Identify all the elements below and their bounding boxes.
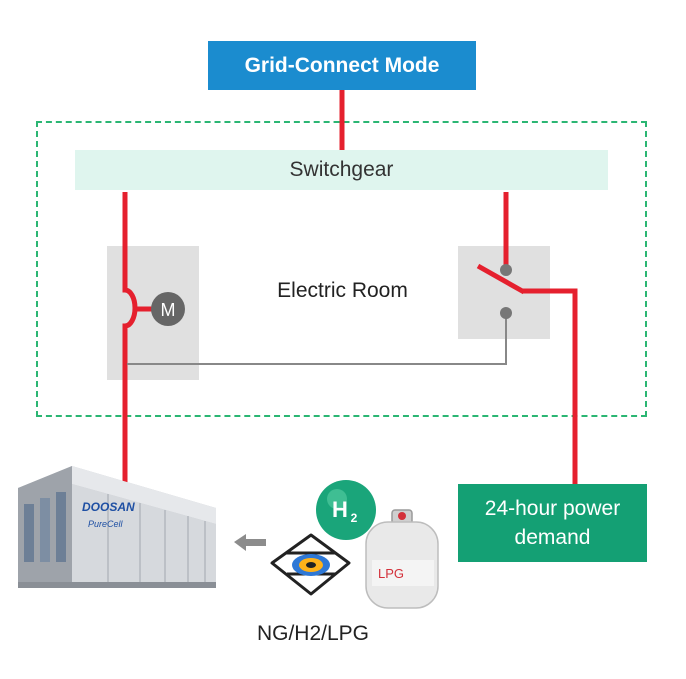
fuel-cell-power-line xyxy=(122,192,138,484)
cylinder-label: LPG xyxy=(378,566,404,581)
fuel-type-text: NG/H2/LPG xyxy=(256,622,370,645)
switchgear-bar: Switchgear xyxy=(75,150,608,190)
hydrogen-symbol: H xyxy=(332,497,348,522)
motor-symbol: M xyxy=(161,300,176,320)
demand-power-line xyxy=(522,288,578,484)
power-demand-box: 24-hour power demand xyxy=(458,484,647,562)
switch-icon xyxy=(476,263,526,319)
electric-room-text: Electric Room xyxy=(277,279,408,302)
electric-room-label: Electric Room xyxy=(230,276,455,306)
fuel-cell-model: PureCell xyxy=(88,519,124,529)
gas-burner-icon xyxy=(270,533,351,596)
hydrogen-subscript: 2 xyxy=(351,511,358,525)
arrow-left-icon xyxy=(234,534,266,551)
fuel-cell-unit-icon: DOOSAN PureCell xyxy=(18,466,216,588)
lpg-cylinder-icon: LPG xyxy=(365,509,439,609)
power-demand-label: 24-hour power demand xyxy=(484,497,621,549)
fuel-cell-brand: DOOSAN xyxy=(82,500,135,514)
grid-connect-mode-label: Grid-Connect Mode xyxy=(244,53,440,77)
grid-connect-mode-box: Grid-Connect Mode xyxy=(208,41,476,90)
hydrogen-ball-icon: H 2 xyxy=(316,480,376,540)
motor-icon: M xyxy=(151,292,185,326)
interlock-signal-line xyxy=(127,313,507,365)
switchgear-label: Switchgear xyxy=(289,158,394,181)
fuel-type-label: NG/H2/LPG xyxy=(218,620,408,648)
